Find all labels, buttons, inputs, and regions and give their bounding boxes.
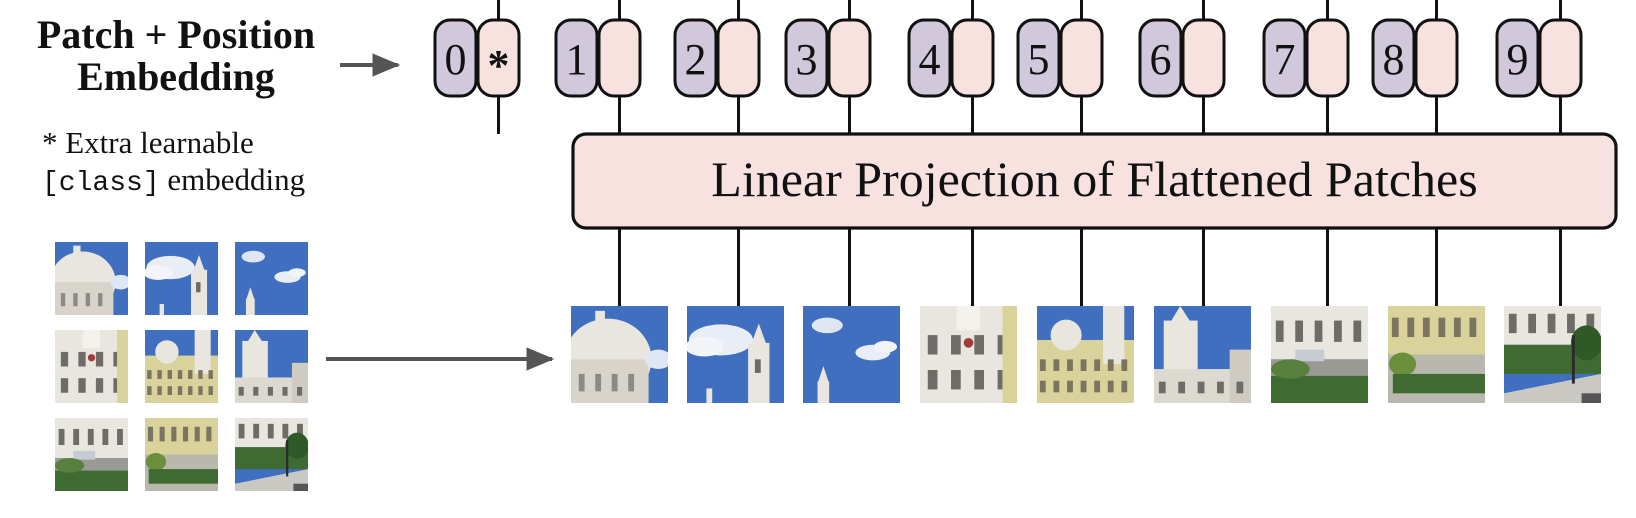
note-line-1: * Extra learnable xyxy=(42,125,254,160)
token-1: 1 xyxy=(554,18,642,98)
flattened-patch-sequence xyxy=(571,306,1601,403)
sequence-patch-9 xyxy=(1504,306,1601,403)
grid-patch-3 xyxy=(235,242,308,315)
token-2: 2 xyxy=(673,18,761,98)
sequence-patch-7 xyxy=(1271,306,1368,403)
title-line-2: Embedding xyxy=(77,54,275,99)
class-token-marker: * xyxy=(488,41,510,90)
sequence-patch-8 xyxy=(1388,306,1485,403)
token-0: 0* xyxy=(433,18,521,98)
grid-patch-1 xyxy=(55,242,128,315)
position-embedding-5 xyxy=(1016,18,1061,98)
patch-embedding-3 xyxy=(827,18,872,98)
grid-patch-6 xyxy=(235,330,308,403)
position-label-1: 1 xyxy=(566,35,588,84)
patch-embedding-0 xyxy=(476,18,521,98)
token-3: 3 xyxy=(784,18,872,98)
grid-patch-4 xyxy=(55,330,128,403)
patch-embedding-5 xyxy=(1059,18,1104,98)
token-6: 6 xyxy=(1138,18,1226,98)
position-embedding-4 xyxy=(907,18,952,98)
position-label-7: 7 xyxy=(1274,35,1296,84)
token-4: 4 xyxy=(907,18,995,98)
position-embedding-1 xyxy=(554,18,599,98)
arrows xyxy=(326,53,555,371)
grid-patch-9 xyxy=(235,418,308,491)
title-line-1: Patch + Position xyxy=(36,12,316,57)
sequence-patch-3 xyxy=(803,306,900,403)
image-patch-grid xyxy=(55,242,308,491)
position-embedding-0 xyxy=(433,18,478,98)
token-9: 9 xyxy=(1495,18,1583,98)
position-embedding-6 xyxy=(1138,18,1183,98)
grid-patch-2 xyxy=(145,242,218,315)
position-label-9: 9 xyxy=(1507,35,1529,84)
patch-embedding-2 xyxy=(716,18,761,98)
class-token-note: * Extra learnable [class] embedding xyxy=(42,124,305,202)
position-label-5: 5 xyxy=(1028,35,1050,84)
position-label-8: 8 xyxy=(1383,35,1405,84)
note-line-2: [class] embedding xyxy=(42,161,305,202)
token-5: 5 xyxy=(1016,18,1104,98)
position-label-4: 4 xyxy=(919,35,941,84)
connector-lines xyxy=(497,0,1562,306)
patch-embedding-9 xyxy=(1538,18,1583,98)
position-embedding-8 xyxy=(1371,18,1416,98)
position-label-3: 3 xyxy=(796,35,818,84)
sequence-patch-2 xyxy=(687,306,784,403)
position-embedding-3 xyxy=(784,18,829,98)
position-label-6: 6 xyxy=(1150,35,1172,84)
grid-patch-8 xyxy=(145,418,218,491)
sequence-patch-4 xyxy=(920,306,1017,403)
position-embedding-2 xyxy=(673,18,718,98)
patch-embedding-7 xyxy=(1305,18,1350,98)
class-token-code: [class] xyxy=(42,168,160,199)
patch-embedding-4 xyxy=(950,18,995,98)
position-embedding-7 xyxy=(1262,18,1307,98)
position-embedding-9 xyxy=(1495,18,1540,98)
note-suffix: embedding xyxy=(159,162,306,197)
position-label-2: 2 xyxy=(685,35,707,84)
position-label-0: 0 xyxy=(445,35,467,84)
sequence-patch-6 xyxy=(1154,306,1251,403)
patch-embedding-8 xyxy=(1414,18,1459,98)
linear-projection-box xyxy=(571,132,1618,230)
diagram-title: Patch + Position Embedding xyxy=(16,14,336,98)
patch-embedding-1 xyxy=(597,18,642,98)
grid-patch-5 xyxy=(145,330,218,403)
patch-embedding-6 xyxy=(1181,18,1226,98)
sequence-patch-5 xyxy=(1037,306,1134,403)
linear-projection-label: Linear Projection of Flattened Patches xyxy=(711,151,1477,207)
token-8: 8 xyxy=(1371,18,1459,98)
sequence-patch-1 xyxy=(571,306,668,403)
grid-patch-7 xyxy=(55,418,128,491)
token-7: 7 xyxy=(1262,18,1350,98)
